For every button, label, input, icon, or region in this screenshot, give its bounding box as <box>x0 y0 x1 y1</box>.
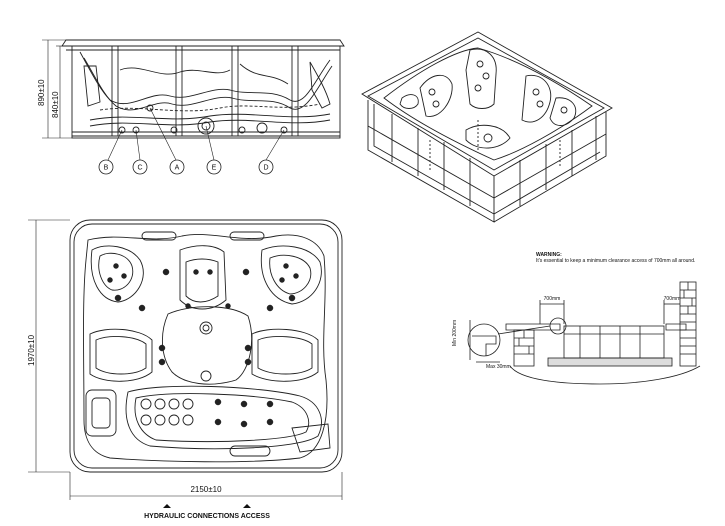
callout-e: E <box>206 159 222 175</box>
clearance-right-label: 700mm <box>664 296 681 302</box>
svg-text:E: E <box>212 165 217 172</box>
hydraulic-connections-access-label: HYDRAULIC CONNECTIONS ACCESS <box>144 513 270 520</box>
warning-text: It's essential to keep a minimum clearan… <box>536 258 695 264</box>
hydraulic-access-arrows <box>163 504 251 508</box>
plan-width-label: 2150±10 <box>190 485 222 494</box>
isometric-view <box>361 31 613 223</box>
plan-dimension-lines <box>28 219 343 500</box>
svg-text:C: C <box>137 165 142 172</box>
installation-section <box>467 281 701 385</box>
plan-depth-label: 1970±10 <box>27 334 36 366</box>
side-height-890-label: 890±10 <box>37 79 46 106</box>
svg-text:B: B <box>104 165 109 172</box>
side-elevation-view <box>61 39 345 139</box>
max-depth-label: Max 30mm <box>486 364 511 370</box>
svg-text:D: D <box>263 165 268 172</box>
plan-view <box>69 219 343 473</box>
callout-a: A <box>169 159 185 175</box>
warning-title: WARNING: <box>536 252 562 258</box>
callout-c: C <box>132 159 148 175</box>
callout-b: B <box>98 159 114 175</box>
plan-jets <box>107 263 299 428</box>
plan-jet-cluster <box>140 398 194 426</box>
clearance-left-label: 700mm <box>544 296 561 302</box>
svg-text:A: A <box>175 165 180 172</box>
side-height-dimensions <box>42 39 72 139</box>
callout-leaders <box>107 107 285 161</box>
min-height-label: Min 200mm <box>452 320 458 346</box>
callout-d: D <box>258 159 274 175</box>
side-height-840-label: 840±10 <box>51 91 60 118</box>
